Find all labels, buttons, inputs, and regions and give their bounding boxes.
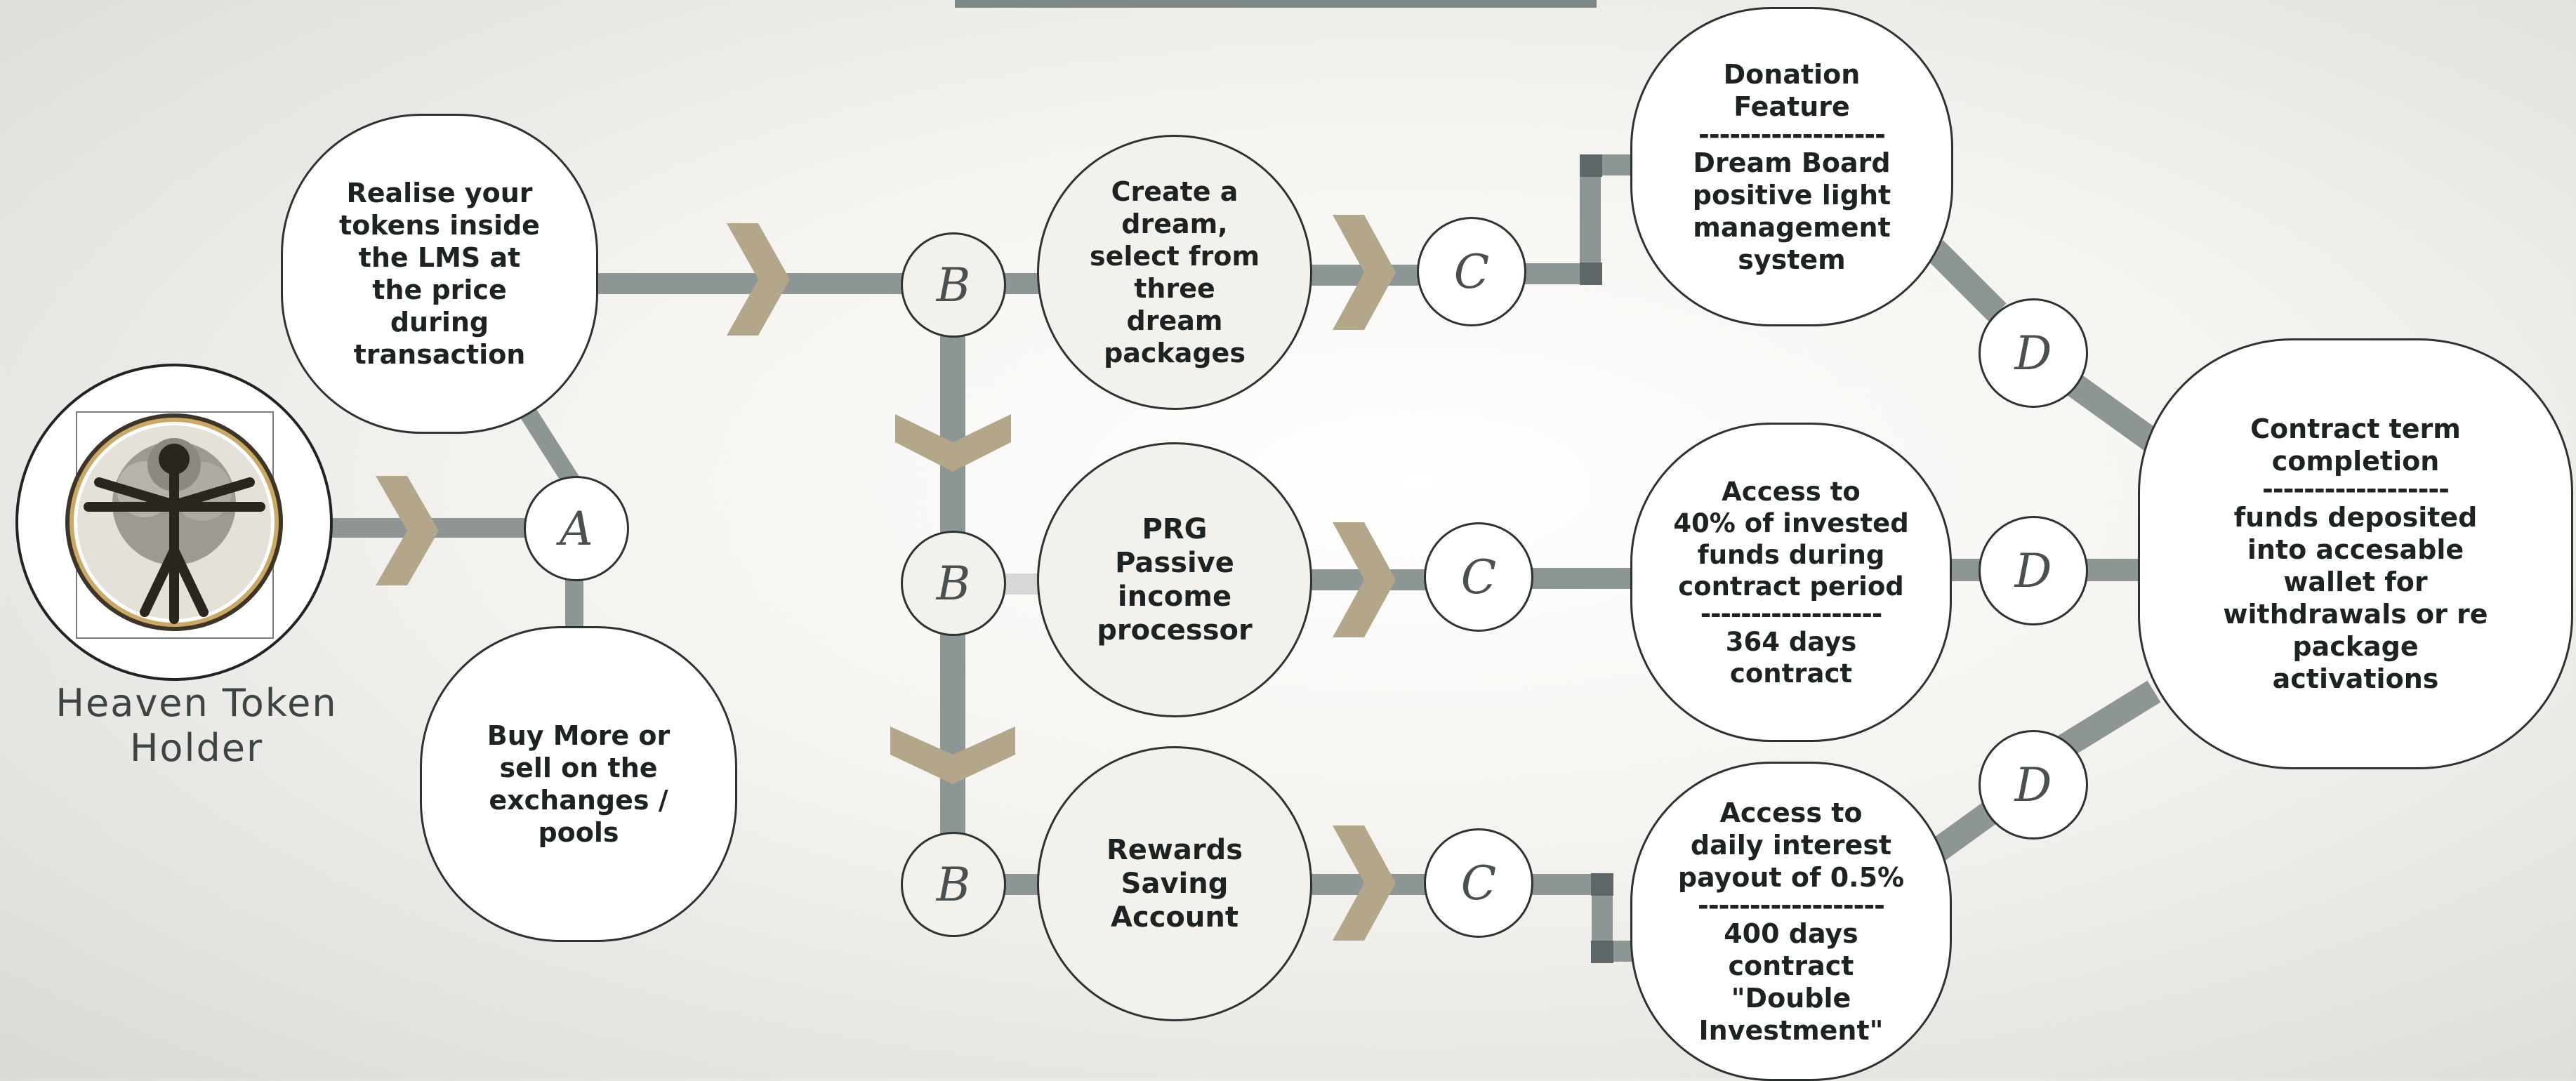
step-c-circle-daily: C [1424,828,1533,938]
step-d-circle-daily: D [1979,730,2088,840]
arrow-down-icon [890,727,1015,784]
arrow-right-icon [1333,522,1396,637]
connector-c1-joint-bottom [1580,263,1602,285]
step-d-circle-access: D [1979,516,2088,625]
connector-a-realise [519,406,582,491]
node-access-40-percent: Access to 40% of invested funds during c… [1630,423,1952,742]
arrow-right-icon [727,223,790,336]
connector-donation-d1 [1925,240,2007,321]
connector-d3-completion [2050,680,2161,762]
connector-d1-completion [2063,372,2167,456]
connector-c1-donation [1524,154,1636,284]
connector-c3-daily [1527,874,1636,962]
connector-c3-joint-top [1591,873,1613,896]
node-realise-tokens: Realise your tokens inside the LMS at th… [281,114,598,434]
arrow-right-icon [376,476,439,585]
arrow-right-icon [1333,825,1396,941]
step-a-circle: A [524,476,629,581]
node-contract-completion: Contract term completion ---------------… [2138,338,2573,769]
heaven-token-holder-logo [15,364,333,681]
node-daily-interest: Access to daily interest payout of 0.5% … [1630,762,1952,1081]
step-d-circle-donation: D [1979,298,2088,408]
node-rewards-saving-account: Rewards Saving Account [1037,746,1312,1021]
arrow-right-icon [1333,215,1396,330]
step-c-circle-donation: C [1417,217,1526,326]
arrow-down-icon [895,414,1011,472]
holder-label: Heaven Token Holder [55,681,338,770]
vitruvian-tree-logo-icon [65,411,283,639]
step-b-circle-rewards: B [901,832,1006,937]
top-bar [955,0,1597,8]
node-buy-more: Buy More or sell on the exchanges / pool… [420,626,737,942]
connector-c3-joint-bottom [1591,941,1613,963]
node-prg-passive-income: PRG Passive income processor [1037,442,1312,717]
step-c-circle-access: C [1424,522,1533,632]
connector-c1-joint-top [1580,154,1602,177]
step-b-circle-dream: B [901,232,1006,338]
node-donation-feature: Donation Feature ------------------ Drea… [1630,7,1953,326]
step-b-circle-prg: B [901,531,1006,636]
node-create-dream: Create a dream, select from three dream … [1037,135,1312,410]
